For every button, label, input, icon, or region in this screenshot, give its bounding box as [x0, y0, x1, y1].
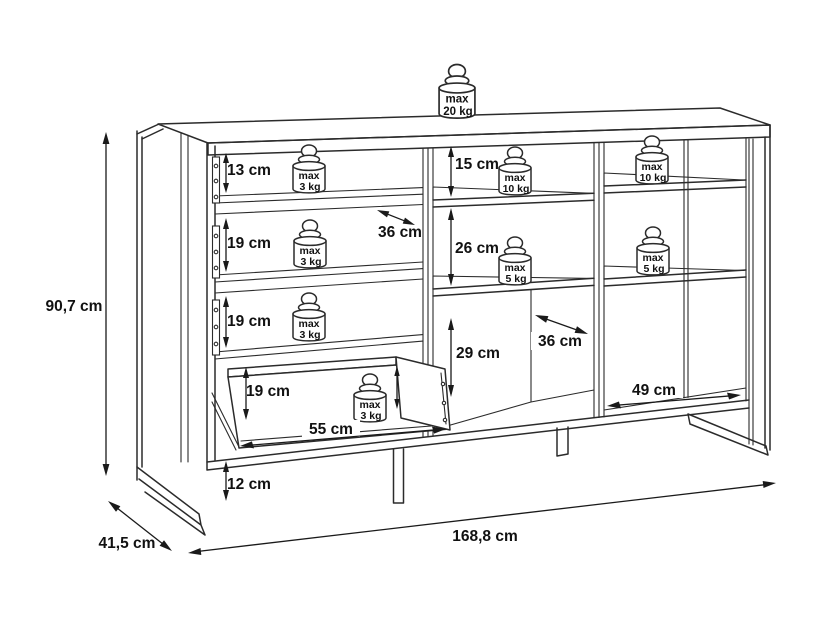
- dim-label-right-bottom-width: 49 cm: [632, 382, 676, 399]
- dim-label-overall-width: 168,8 cm: [452, 528, 518, 545]
- weight-max-label: max: [299, 245, 320, 257]
- dim-underframe-clearance: 12 cm: [223, 461, 271, 501]
- weight-value-label: 20 kg: [443, 106, 472, 118]
- weight-value-label: 10 kg: [503, 183, 530, 195]
- weight-value-label: 3 kg: [300, 256, 321, 268]
- weight-value-label: 3 kg: [360, 410, 381, 422]
- dim-open-drawer-height: 19 cm: [243, 367, 290, 420]
- drawer-slide-hardware: [211, 156, 221, 356]
- dim-overall-width: 168,8 cm: [188, 481, 776, 555]
- weight-max-label: max: [642, 252, 663, 264]
- dim-drawer-middle-height: 19 cm: [223, 218, 271, 272]
- weight-max-label: max: [445, 94, 469, 106]
- open-drawer: [211, 356, 451, 451]
- weight-icon-open-drawer: max 3 kg: [353, 373, 387, 423]
- dim-overall-height: 90,7 cm: [46, 132, 110, 476]
- dim-open-drawer-width: 55 cm: [240, 420, 446, 449]
- weight-value-label: 3 kg: [299, 181, 320, 193]
- dim-label-drawer-middle: 19 cm: [227, 235, 271, 252]
- dim-label-middle-bottom-height: 29 cm: [456, 345, 500, 362]
- dim-drawer-top-height: 13 cm: [223, 153, 271, 193]
- dim-overall-depth: 41,5 cm: [99, 501, 172, 552]
- weight-icon-top-panel: max 20 kg: [438, 63, 476, 119]
- weight-icon-middle-top-shelf: max 10 kg: [498, 146, 532, 196]
- weight-icon-middle-shelf: max 5 kg: [498, 236, 532, 286]
- dim-right-bottom-width: 49 cm: [607, 380, 741, 409]
- weight-value-label: 3 kg: [299, 329, 320, 341]
- dim-label-open-drawer-width: 55 cm: [309, 421, 353, 438]
- dim-label-overall-height: 90,7 cm: [46, 298, 103, 315]
- weight-value-label: 5 kg: [505, 273, 526, 285]
- center-legs: [392, 426, 569, 504]
- left-sled-frame: [136, 123, 206, 536]
- dim-label-drawer-top: 13 cm: [227, 162, 271, 179]
- dim-label-overall-depth: 41,5 cm: [99, 535, 156, 552]
- dim-middle-shelf-height: 26 cm: [448, 208, 499, 286]
- dim-drawer-inner-depth: 36 cm: [377, 210, 422, 241]
- weight-value-label: 5 kg: [643, 263, 664, 275]
- weight-max-label: max: [504, 172, 525, 184]
- weight-max-label: max: [641, 161, 662, 173]
- dim-label-middle-shelf: 26 cm: [455, 240, 499, 257]
- weight-icon-drawer-middle: max 3 kg: [293, 219, 327, 269]
- weight-icon-right-shelf: max 5 kg: [636, 226, 670, 276]
- top-panel: [157, 107, 771, 156]
- weight-max-label: max: [298, 170, 319, 182]
- weight-icon-drawer-top: max 3 kg: [292, 144, 326, 194]
- middle-column-shelves: [432, 186, 595, 431]
- drawer-column: [211, 156, 424, 360]
- weight-max-label: max: [359, 399, 380, 411]
- dim-open-drawer-height-right: [394, 366, 400, 409]
- weight-value-label: 10 kg: [640, 172, 667, 184]
- weight-icon-right-top-shelf: max 10 kg: [635, 135, 669, 185]
- dim-middle-bottom-depth: 36 cm: [531, 315, 589, 350]
- dim-label-middle-top-shelf: 15 cm: [455, 156, 499, 173]
- weight-icon-drawer-bottom: max 3 kg: [292, 292, 326, 342]
- dim-label-drawer-depth: 36 cm: [378, 224, 422, 241]
- weight-max-label: max: [298, 318, 319, 330]
- dim-drawer-bottom-height: 19 cm: [223, 296, 271, 348]
- dim-label-open-drawer-height: 19 cm: [246, 383, 290, 400]
- dim-label-clearance: 12 cm: [227, 476, 271, 493]
- dim-label-middle-bottom-depth: 36 cm: [538, 333, 582, 350]
- right-column-shelves: [603, 172, 747, 411]
- weight-max-label: max: [504, 262, 525, 274]
- dim-label-drawer-bottom: 19 cm: [227, 313, 271, 330]
- dim-middle-top-shelf-height: 15 cm: [448, 146, 499, 197]
- dim-middle-bottom-height: 29 cm: [448, 318, 500, 397]
